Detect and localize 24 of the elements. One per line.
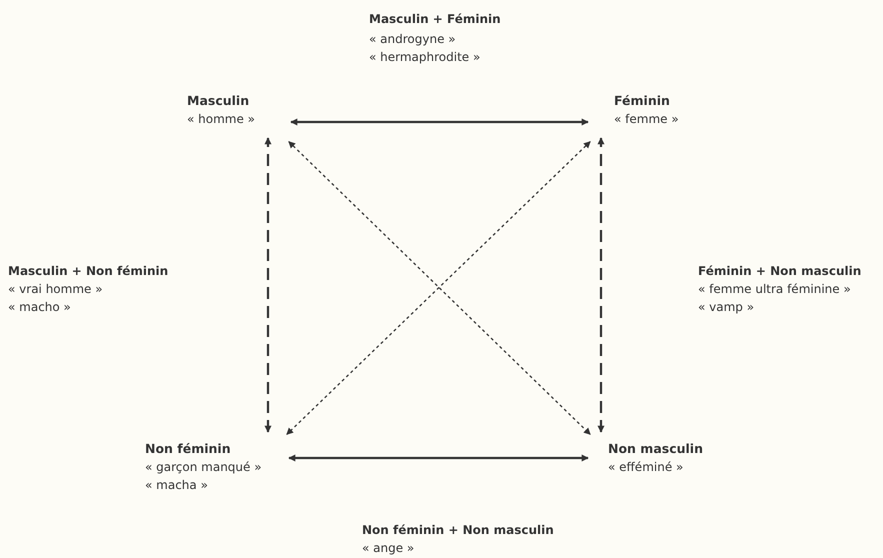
concept-term: Féminin: [614, 92, 671, 110]
combined-example: « ange »: [362, 540, 414, 557]
concept-term: Masculin: [187, 92, 250, 110]
combined-term: Masculin + Non féminin: [8, 263, 168, 280]
concept-example: « homme »: [187, 111, 256, 128]
combined-example: « vamp »: [698, 299, 754, 316]
combined-term: Masculin + Féminin: [369, 11, 501, 28]
combined-example: « femme ultra féminine »: [698, 281, 851, 298]
combined-term: Féminin + Non masculin: [698, 263, 862, 280]
concept-term: Non féminin: [145, 440, 232, 458]
arrow: [288, 454, 589, 462]
combined-example: « androgyne »: [369, 31, 456, 48]
concept-term: Non masculin: [608, 440, 704, 458]
arrow: [290, 118, 589, 126]
arrow: [598, 137, 604, 433]
combined-example: « hermaphrodite »: [369, 49, 480, 66]
concept-example: « macha »: [145, 477, 209, 494]
arrow: [264, 137, 272, 433]
combined-example: « macho »: [8, 299, 71, 316]
combined-term: Non féminin + Non masculin: [362, 522, 554, 539]
combined-example: « vrai homme »: [8, 281, 103, 298]
concept-example: « garçon manqué »: [145, 459, 263, 476]
concept-example: « efféminé »: [608, 459, 684, 476]
concept-example: « femme »: [614, 111, 680, 128]
